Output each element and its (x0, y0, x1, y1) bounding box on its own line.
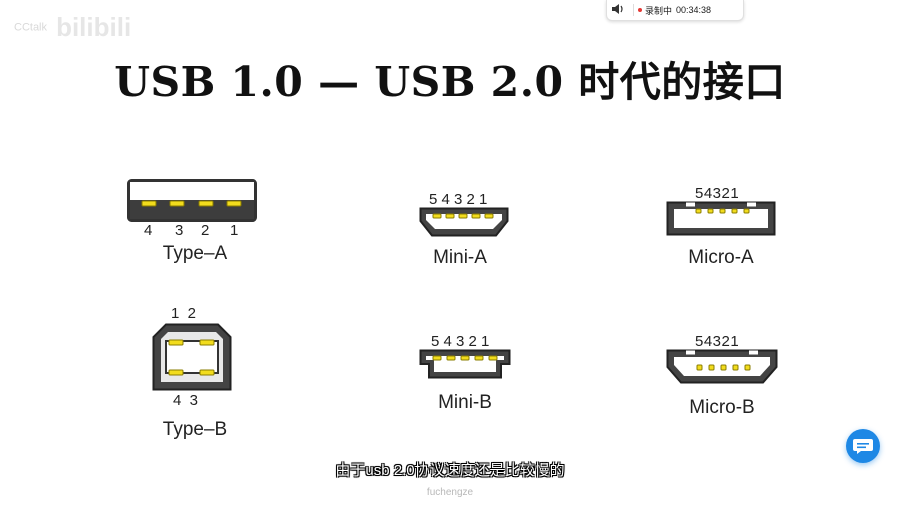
type-a-pin-1: 1 (230, 222, 239, 239)
mini-a-connector (419, 207, 509, 237)
recording-time: 00:34:38 (676, 5, 712, 15)
recording-bar: 录制中 00:34:38 (606, 0, 744, 21)
slide-title: USB 1.0 — USB 2.0 时代的接口 (114, 58, 786, 106)
recording-dot-icon (638, 8, 642, 12)
chat-bubble-icon (853, 439, 873, 454)
author-name: fuchengze (426, 487, 474, 498)
mini-a-label: Mini-A (433, 247, 487, 268)
type-b-connector (152, 323, 232, 391)
chat-button[interactable] (846, 429, 880, 463)
recording-status: 录制中 (645, 5, 673, 16)
micro-a-label: Micro-A (688, 247, 754, 268)
type-a-pin-2: 2 (201, 222, 210, 239)
type-b-label: Type–B (162, 419, 228, 440)
type-a-pin-4: 4 (144, 222, 153, 239)
type-b-pins-top: 1 2 (171, 305, 197, 322)
mini-b-pins: 5 4 3 2 1 (431, 333, 490, 350)
mini-b-label: Mini-B (438, 392, 492, 413)
speaker-icon[interactable] (607, 3, 629, 18)
micro-a-pins: 54321 (695, 185, 740, 202)
type-a-connector (127, 179, 257, 222)
type-b-pins-bottom: 4 3 (173, 392, 199, 409)
divider (633, 4, 634, 16)
micro-b-pins: 54321 (695, 333, 740, 350)
micro-b-label: Micro-B (689, 397, 755, 418)
micro-b-connector (666, 349, 778, 384)
mini-b-connector (419, 349, 511, 379)
type-a-pin-3: 3 (175, 222, 184, 239)
watermark: CCtalk bilibili (14, 12, 131, 43)
mini-a-pins: 5 4 3 2 1 (429, 191, 488, 208)
micro-a-connector (666, 201, 776, 236)
watermark-text: CCtalk (14, 21, 48, 34)
video-subtitle: 由于usb 2.0协议速度还是比较慢的 (335, 462, 565, 479)
bilibili-logo: bilibili (56, 12, 132, 42)
type-a-label: Type–A (162, 243, 228, 264)
